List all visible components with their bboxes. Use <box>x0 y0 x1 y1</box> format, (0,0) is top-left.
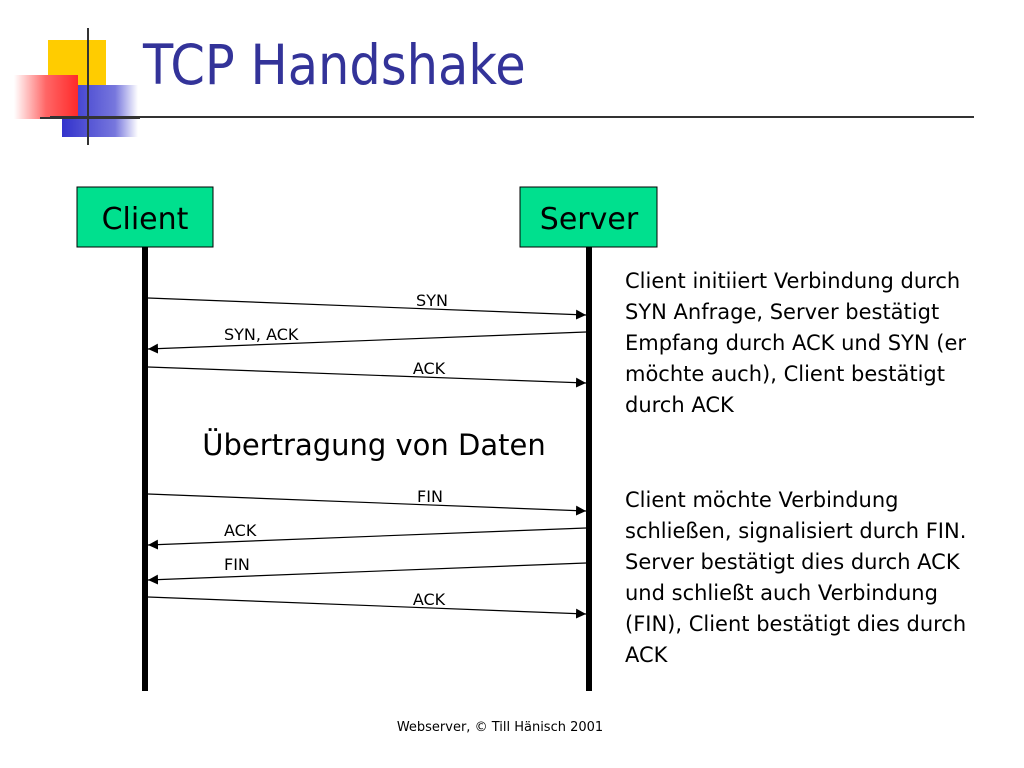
message-label-fin-client: FIN <box>417 487 443 506</box>
message-label-syn: SYN <box>416 291 448 310</box>
message-label-fin-server: FIN <box>224 555 250 574</box>
message-arrow-syn <box>147 297 587 320</box>
message-label-syn-ack: SYN, ACK <box>224 325 299 344</box>
client-box <box>76 186 214 248</box>
message-arrow-ack-server <box>147 527 587 550</box>
data-transfer-label: Übertragung von Daten <box>202 428 545 462</box>
decorative-logo <box>14 28 140 145</box>
message-arrow-syn-ack <box>147 331 587 354</box>
message-arrow-fin-server <box>147 562 587 585</box>
message-label-ack-server: ACK <box>224 521 257 540</box>
note-connection-teardown: Client möchte Verbindung schließen, sign… <box>625 488 967 667</box>
server-label: Server <box>540 202 639 237</box>
footer-credit: Webserver, © Till Hänisch 2001 <box>396 720 604 735</box>
message-arrow-fin-client <box>147 493 587 516</box>
message-label-ack: ACK <box>413 359 446 378</box>
note-connection-setup: Client initiiert Verbindung durch SYN An… <box>625 269 966 417</box>
page-title: TCP Handshake <box>143 33 526 97</box>
message-label-ack-final: ACK <box>413 590 446 609</box>
message-arrow-ack <box>147 366 587 388</box>
client-label: Client <box>102 202 189 237</box>
server-box <box>519 186 658 248</box>
message-arrow-ack-final <box>147 596 587 619</box>
title-underline <box>50 116 974 118</box>
logo-red-square <box>14 75 78 119</box>
